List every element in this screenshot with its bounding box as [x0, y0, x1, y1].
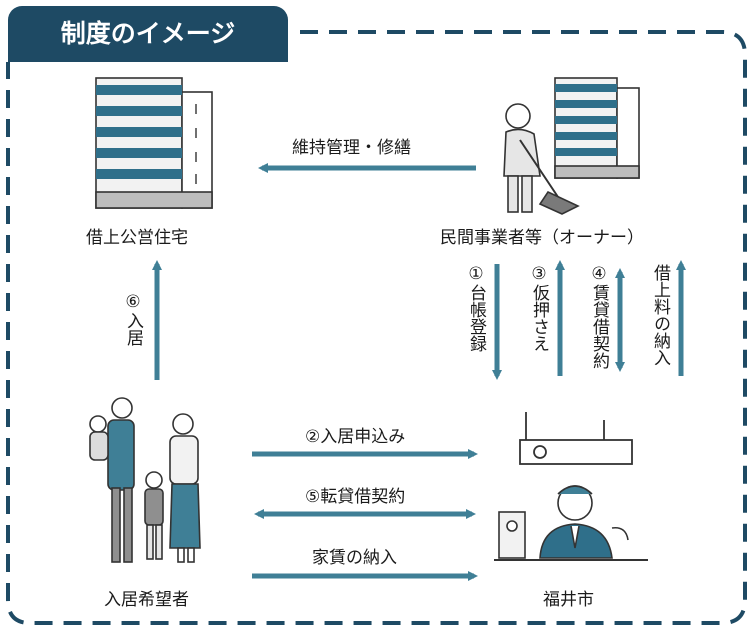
city-label: 福井市 — [543, 590, 594, 610]
move-in-label: ⑥入居 — [123, 292, 143, 346]
applicant-label: 入居希望者 — [104, 590, 189, 610]
apartment-building-icon — [95, 77, 213, 209]
family-icon — [89, 397, 201, 563]
city-clerk-icon — [494, 485, 648, 561]
housing-label: 借上公営住宅 — [86, 228, 188, 248]
reception-desk-bell-icon — [519, 412, 633, 465]
diagram-title: 制度のイメージ — [8, 6, 288, 62]
sublease-label: ⑤転貸借契約 — [305, 487, 406, 507]
rent-payment-label: 借上料の納入 — [650, 264, 670, 366]
application-label: ②入居申込み — [305, 427, 406, 447]
maintenance-label: 維持管理・修繕 — [292, 138, 411, 158]
janitor-sweeping-icon — [503, 103, 580, 215]
provisional-label: ③仮押さえ — [529, 264, 549, 352]
apartment-building-icon — [554, 77, 640, 179]
owner-label: 民間事業者等（オーナー） — [440, 228, 644, 248]
rent-label: 家賃の納入 — [312, 548, 397, 568]
lease-label: ④賃貸借契約 — [589, 264, 609, 369]
registry-label: ①台帳登録 — [466, 264, 486, 352]
dashed-frame — [6, 30, 747, 625]
